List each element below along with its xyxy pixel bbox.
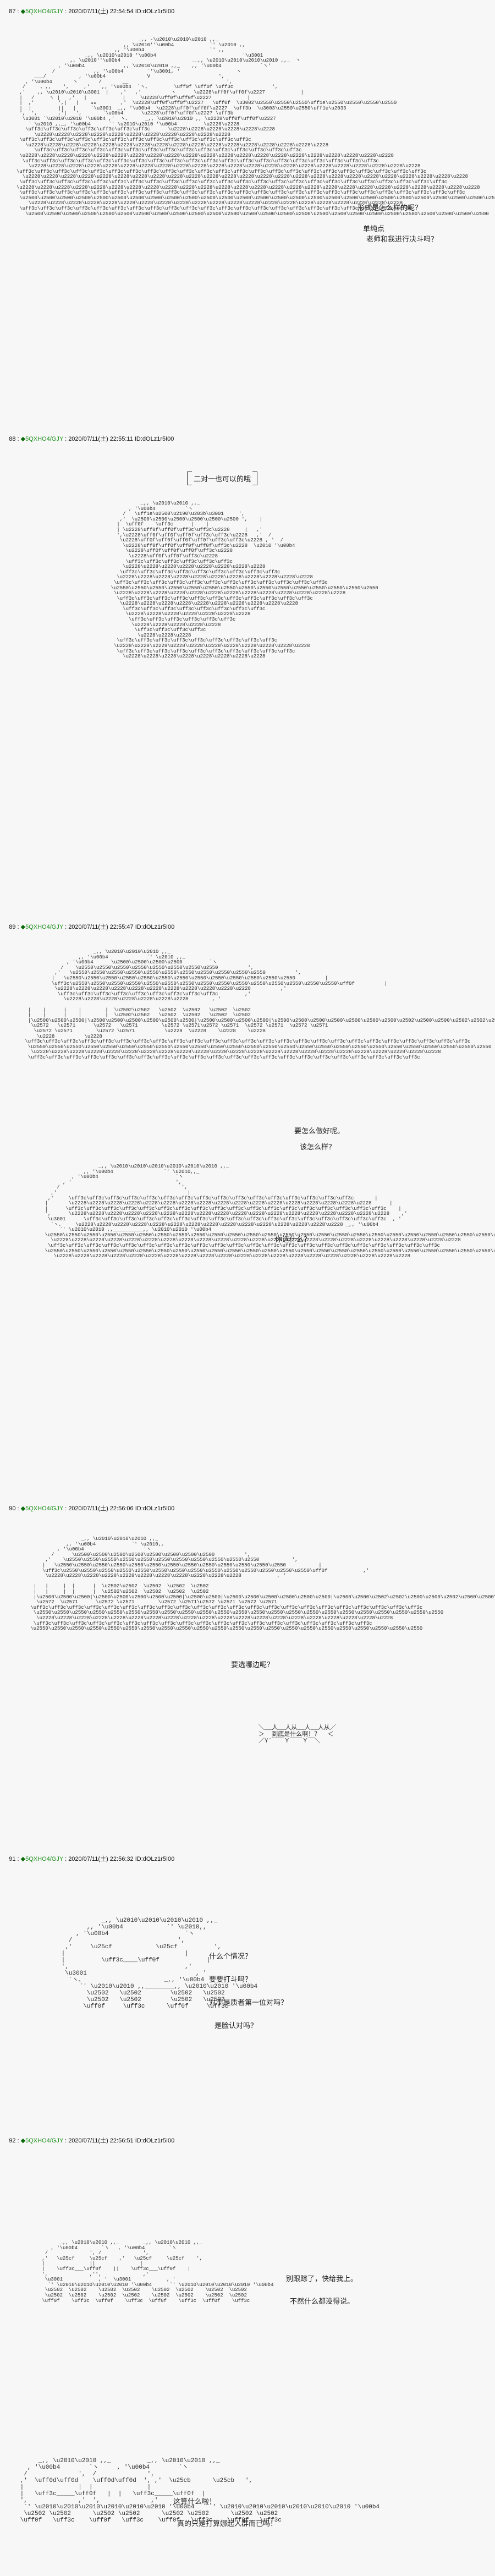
dialogue-line: 什么个情况？ bbox=[209, 1952, 252, 1960]
post-number: 88 bbox=[9, 436, 16, 442]
dialogue-line: 形式是怎么样的呢？ bbox=[358, 204, 422, 212]
post-91: 91 : ◆5QXHO4/GJY : 2020/07/11(土) 22:56:3… bbox=[0, 1848, 495, 2129]
header-separator-2: : bbox=[63, 8, 69, 15]
post-body: _,, \u2010\u2010\u2010 ,,_ ,, '\u00b4 `'… bbox=[0, 1520, 495, 1848]
post-tripcode: 5QXHO4/GJY bbox=[25, 924, 64, 930]
ascii-art-scenery: _,, -\u2010\u2010\u2010 ,,_ ,, \u2010''\… bbox=[16, 37, 495, 217]
ascii-art-character-face: _,, \u2010\u2010\u2010\u2010 ,,_ ,, '\u0… bbox=[61, 1917, 258, 2010]
post-number: 89 bbox=[9, 924, 16, 930]
header-separator-1: : bbox=[15, 2137, 21, 2144]
ascii-art-two-characters: _,, \u2010\u2010 ,,_ _,, \u2010\u2010 ,,… bbox=[20, 2458, 380, 2524]
ascii-art-group-left: _,, \u2010\u2010 ,,_ _,, \u2010\u2010 ,,… bbox=[42, 2240, 274, 2304]
header-separator-2: : bbox=[63, 1856, 69, 1862]
post-header: 88 : ◆5QXHO4/GJY : 2020/07/11(土) 22:55:1… bbox=[0, 427, 495, 451]
header-separator-2: : bbox=[63, 436, 69, 442]
post-90: 90 : ◆5QXHO4/GJY : 2020/07/11(土) 22:56:0… bbox=[0, 1497, 495, 1848]
post-date: 2020/07/11(土) 22:54:54 bbox=[68, 8, 134, 15]
post-body: _,, \u2010\u2010 ,,_ _,, \u2010\u2010 ,,… bbox=[0, 2152, 495, 2576]
dialogue-line: 要选哪边呢？ bbox=[231, 1660, 274, 1669]
header-separator-1: : bbox=[15, 924, 21, 930]
post-date: 2020/07/11(土) 22:56:32 bbox=[68, 1856, 134, 1862]
header-separator-1: : bbox=[15, 1505, 21, 1512]
post-user-id: ID:dOLz1r5I00 bbox=[135, 1856, 175, 1862]
post-number: 90 bbox=[9, 1505, 16, 1512]
tripcode-diamond-icon: ◆ bbox=[20, 924, 26, 930]
tripcode-diamond-icon: ◆ bbox=[20, 2137, 26, 2144]
header-separator-2: : bbox=[63, 2137, 69, 2144]
post-header: 92 : ◆5QXHO4/GJY : 2020/07/11(土) 22:56:5… bbox=[0, 2129, 495, 2152]
post-number: 92 bbox=[9, 2137, 16, 2144]
dialogue-line: 不然什么都没得说。 bbox=[290, 2297, 355, 2305]
dialogue-line: 对手是质者第一位对吗？ bbox=[209, 1998, 288, 2007]
ascii-art-building: _,, \u2010\u2010\u2010 ,,_ ,, '\u00b4 `'… bbox=[30, 1536, 495, 1632]
ascii-art-figure: _,, \u2010\u2010 ,,_ , '\u00b4 `ヽ / \uff… bbox=[111, 501, 378, 660]
header-separator-1: : bbox=[15, 1856, 21, 1862]
dialogue-line: 你选什么？ bbox=[275, 1235, 311, 1243]
post-user-id: ID:dOLz1r5I00 bbox=[135, 924, 175, 930]
header-separator-1: : bbox=[15, 436, 21, 442]
ascii-art-scene-top: _,, \u2010\u2010\u2010 ,,_ ,, '\u00b4 `'… bbox=[25, 949, 495, 1060]
dialogue-line: 该怎么样？ bbox=[300, 1143, 336, 1151]
tripcode-diamond-icon: ◆ bbox=[20, 1505, 26, 1512]
header-separator-2: : bbox=[63, 924, 69, 930]
post-date: 2020/07/11(土) 22:55:47 bbox=[68, 924, 134, 930]
post-date: 2020/07/11(土) 22:56:51 bbox=[68, 2137, 134, 2144]
post-body: 二对一也可以的哦 _,, \u2010\u2010 ,,_ , '\u00b4 … bbox=[0, 451, 495, 916]
post-body: _,, \u2010\u2010\u2010\u2010 ,,_ ,, '\u0… bbox=[0, 1871, 495, 2129]
post-number: 87 bbox=[9, 8, 16, 15]
shout-bottom: ／Y´￣￣Ｙ￣￣Ｙ￣＼ bbox=[258, 1738, 321, 1745]
post-header: 87 : ◆5QXHO4/GJY : 2020/07/11(土) 22:54:5… bbox=[0, 0, 495, 23]
shout-top: ＼__人__人从__人__人从／ bbox=[258, 1725, 336, 1731]
dialogue-line: 要要打斗吗？ bbox=[209, 1975, 252, 1983]
post-date: 2020/07/11(土) 22:56:06 bbox=[68, 1505, 134, 1512]
post-87: 87 : ◆5QXHO4/GJY : 2020/07/11(土) 22:54:5… bbox=[0, 0, 495, 427]
tripcode-diamond-icon: ◆ bbox=[20, 1856, 26, 1862]
post-tripcode: 5QXHO4/GJY bbox=[25, 1505, 64, 1512]
post-tripcode: 5QXHO4/GJY bbox=[25, 1856, 64, 1862]
header-separator-2: : bbox=[63, 1505, 69, 1512]
post-user-id: ID:dOLz1r5I00 bbox=[135, 1505, 175, 1512]
post-92: 92 : ◆5QXHO4/GJY : 2020/07/11(土) 22:56:5… bbox=[0, 2129, 495, 2576]
boxed-dialogue: 二对一也可以的哦 bbox=[187, 472, 258, 485]
post-user-id: ID:dOLz1r5I00 bbox=[134, 436, 174, 442]
dialogue-line: 真的只是打算娜起人群而已吗！ bbox=[177, 2519, 278, 2528]
shout-bubble: ＼__人__人从__人__人从／ ＞ 到底是什么啊！？ ＜ ／Y´￣￣Ｙ￣￣Ｙ￣… bbox=[258, 1725, 336, 1745]
post-header: 91 : ◆5QXHO4/GJY : 2020/07/11(土) 22:56:3… bbox=[0, 1848, 495, 1871]
post-header: 89 : ◆5QXHO4/GJY : 2020/07/11(土) 22:55:4… bbox=[0, 916, 495, 939]
post-date: 2020/07/11(土) 22:55:11 bbox=[68, 436, 133, 442]
post-user-id: ID:dOLz1r5I00 bbox=[135, 2137, 175, 2144]
post-tripcode: 5QXHO4/GJY bbox=[25, 8, 64, 15]
post-header: 90 : ◆5QXHO4/GJY : 2020/07/11(土) 22:56:0… bbox=[0, 1497, 495, 1520]
dialogue-line: 是脸认对吗？ bbox=[215, 2021, 258, 2030]
post-user-id: ID:dOLz1r5I00 bbox=[135, 8, 175, 15]
post-89: 89 : ◆5QXHO4/GJY : 2020/07/11(土) 22:55:4… bbox=[0, 916, 495, 1497]
dialogue-line: 老师和我进行决斗吗？ bbox=[366, 235, 438, 243]
dialogue-line: 单纯点 bbox=[363, 224, 385, 233]
post-number: 91 bbox=[9, 1856, 16, 1862]
tripcode-diamond-icon: ◆ bbox=[20, 8, 26, 15]
tripcode-diamond-icon: ◆ bbox=[20, 436, 26, 442]
post-88: 88 : ◆5QXHO4/GJY : 2020/07/11(土) 22:55:1… bbox=[0, 427, 495, 916]
shout-mid: ＞ 到底是什么啊！？ ＜ bbox=[258, 1731, 334, 1738]
post-tripcode: 5QXHO4/GJY bbox=[25, 2137, 64, 2144]
ascii-art-hill-figure: _,, \u2010\u2010\u2010\u2010\u2010\u2010… bbox=[45, 1164, 495, 1259]
dialogue-line: 别跟踪了，快给我上。 bbox=[286, 2274, 358, 2283]
post-body: _,, \u2010\u2010\u2010 ,,_ ,, '\u00b4 `'… bbox=[0, 939, 495, 1497]
header-separator-1: : bbox=[15, 8, 21, 15]
post-tripcode: 5QXHO4/GJY bbox=[25, 436, 64, 442]
dialogue-line: 要怎么做好呢。 bbox=[294, 1127, 345, 1135]
post-body: _,, -\u2010\u2010\u2010 ,,_ ,, \u2010''\… bbox=[0, 23, 495, 427]
